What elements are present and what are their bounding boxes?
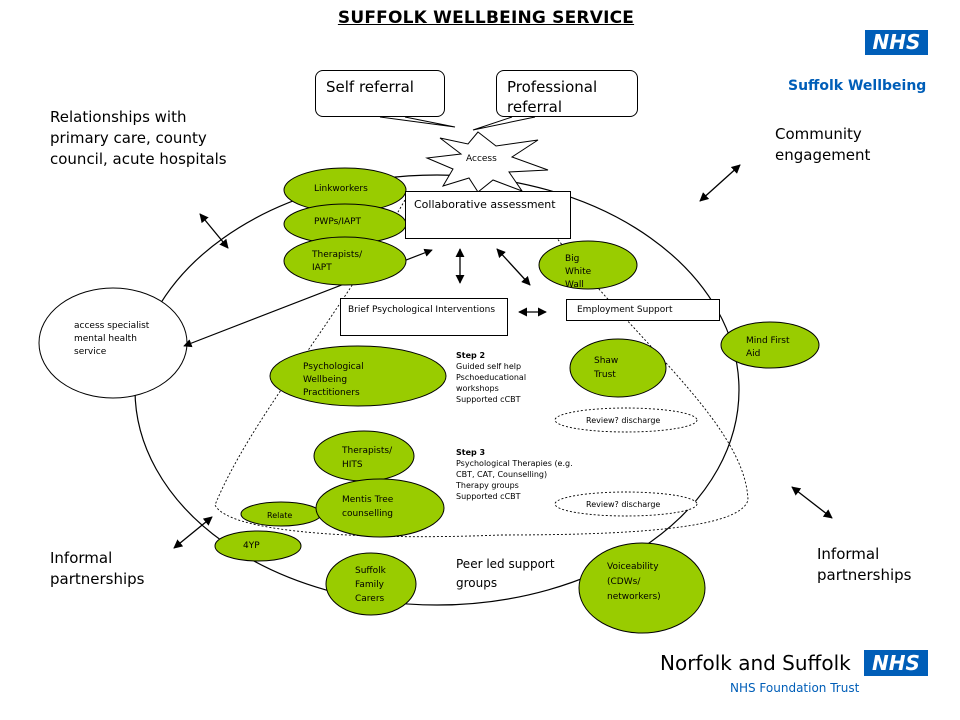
step2-block: Step 2 Guided self help Pschoeducational… [456, 350, 556, 405]
node-voiceability [578, 542, 706, 634]
arrow-informal-left [173, 516, 213, 549]
stepped-care-funnel [214, 199, 749, 538]
step2-heading: Step 2 [456, 351, 486, 360]
node-mind [720, 321, 820, 369]
voiceability-label: Voiceability (CDWs/ networkers) [607, 562, 661, 602]
review-ellipse-1 [554, 407, 698, 433]
community-label: Community engagement [775, 125, 871, 164]
arrow-relationships [199, 213, 229, 249]
self-referral-pointer [379, 116, 456, 128]
pwp-label: Psychological Wellbeing Practitioners [303, 362, 364, 398]
peer-led-label: Peer led support groups [456, 557, 555, 590]
informal-left-label: Informal partnerships [50, 549, 145, 588]
arrow-assessment-bww [496, 248, 531, 286]
norfolk-suffolk-org: Norfolk and Suffolk [660, 651, 851, 675]
brief-interventions-box: Brief Psychological Interventions [340, 298, 508, 336]
suffolk-wellbeing-brand: Suffolk Wellbeing [788, 78, 927, 94]
informal-right-label: Informal partnerships [817, 545, 912, 584]
professional-referral-callout: Professional referral [496, 70, 638, 117]
therapists-hits-label: Therapists/ HITS [342, 446, 393, 470]
relate-label: Relate [267, 511, 293, 520]
nhs-foundation-trust: NHS Foundation Trust [730, 681, 860, 695]
access-specialist-label: access specialist mental health service [74, 321, 150, 357]
therapists-iapt-label: Therapists/ IAPT [312, 250, 363, 273]
review-label-1: Review? discharge [586, 416, 661, 425]
step2-line: Supported cCBT [456, 395, 521, 404]
node-family-carers [325, 552, 417, 616]
node-pwp [269, 345, 447, 407]
mentis-label: Mentis Tree counselling [342, 495, 394, 519]
nhs-logo-top: NHS [865, 30, 928, 55]
node-big-white-wall [538, 240, 638, 290]
step2-line: Pschoeducational workshops [456, 373, 527, 393]
pwps-label: PWPs/IAPT [314, 217, 362, 227]
review-ellipse-2 [554, 491, 698, 517]
4yp-label: 4YP [243, 541, 260, 551]
page-title: SUFFOLK WELLBEING SERVICE [337, 8, 635, 28]
node-mentis [315, 478, 445, 538]
step3-block: Step 3 Psychological Therapies (e.g. CBT… [456, 447, 591, 502]
shaw-label: Shaw Trust [594, 356, 619, 380]
arrow-community [699, 164, 741, 202]
step3-line: Therapy groups [456, 481, 519, 490]
step3-line: Psychological Therapies (e.g. CBT, CAT, … [456, 459, 573, 479]
linkworkers-label: Linkworkers [314, 184, 368, 194]
review-label-2: Review? discharge [586, 500, 661, 509]
family-carers-label: Suffolk Family Carers [355, 566, 386, 604]
access-label: Access [466, 154, 497, 164]
collaborative-assessment-box: Collaborative assessment [405, 191, 571, 239]
big-white-wall-label: Big White Wall [565, 254, 592, 290]
step2-line: Guided self help [456, 362, 522, 371]
employment-support-box: Employment Support [566, 299, 720, 321]
step3-heading: Step 3 [456, 448, 486, 457]
mind-label: Mind First Aid [746, 336, 790, 359]
node-therapists-iapt [283, 236, 407, 286]
relationships-label: Relationships with primary care, county … [50, 108, 227, 168]
node-4yp [214, 530, 302, 562]
professional-referral-pointer [472, 116, 536, 131]
node-shaw [569, 338, 667, 398]
nhs-logo-bottom: NHS [864, 650, 928, 676]
self-referral-callout: Self referral [315, 70, 445, 117]
step3-line: Supported cCBT [456, 492, 521, 501]
arrow-informal-right [791, 486, 833, 519]
